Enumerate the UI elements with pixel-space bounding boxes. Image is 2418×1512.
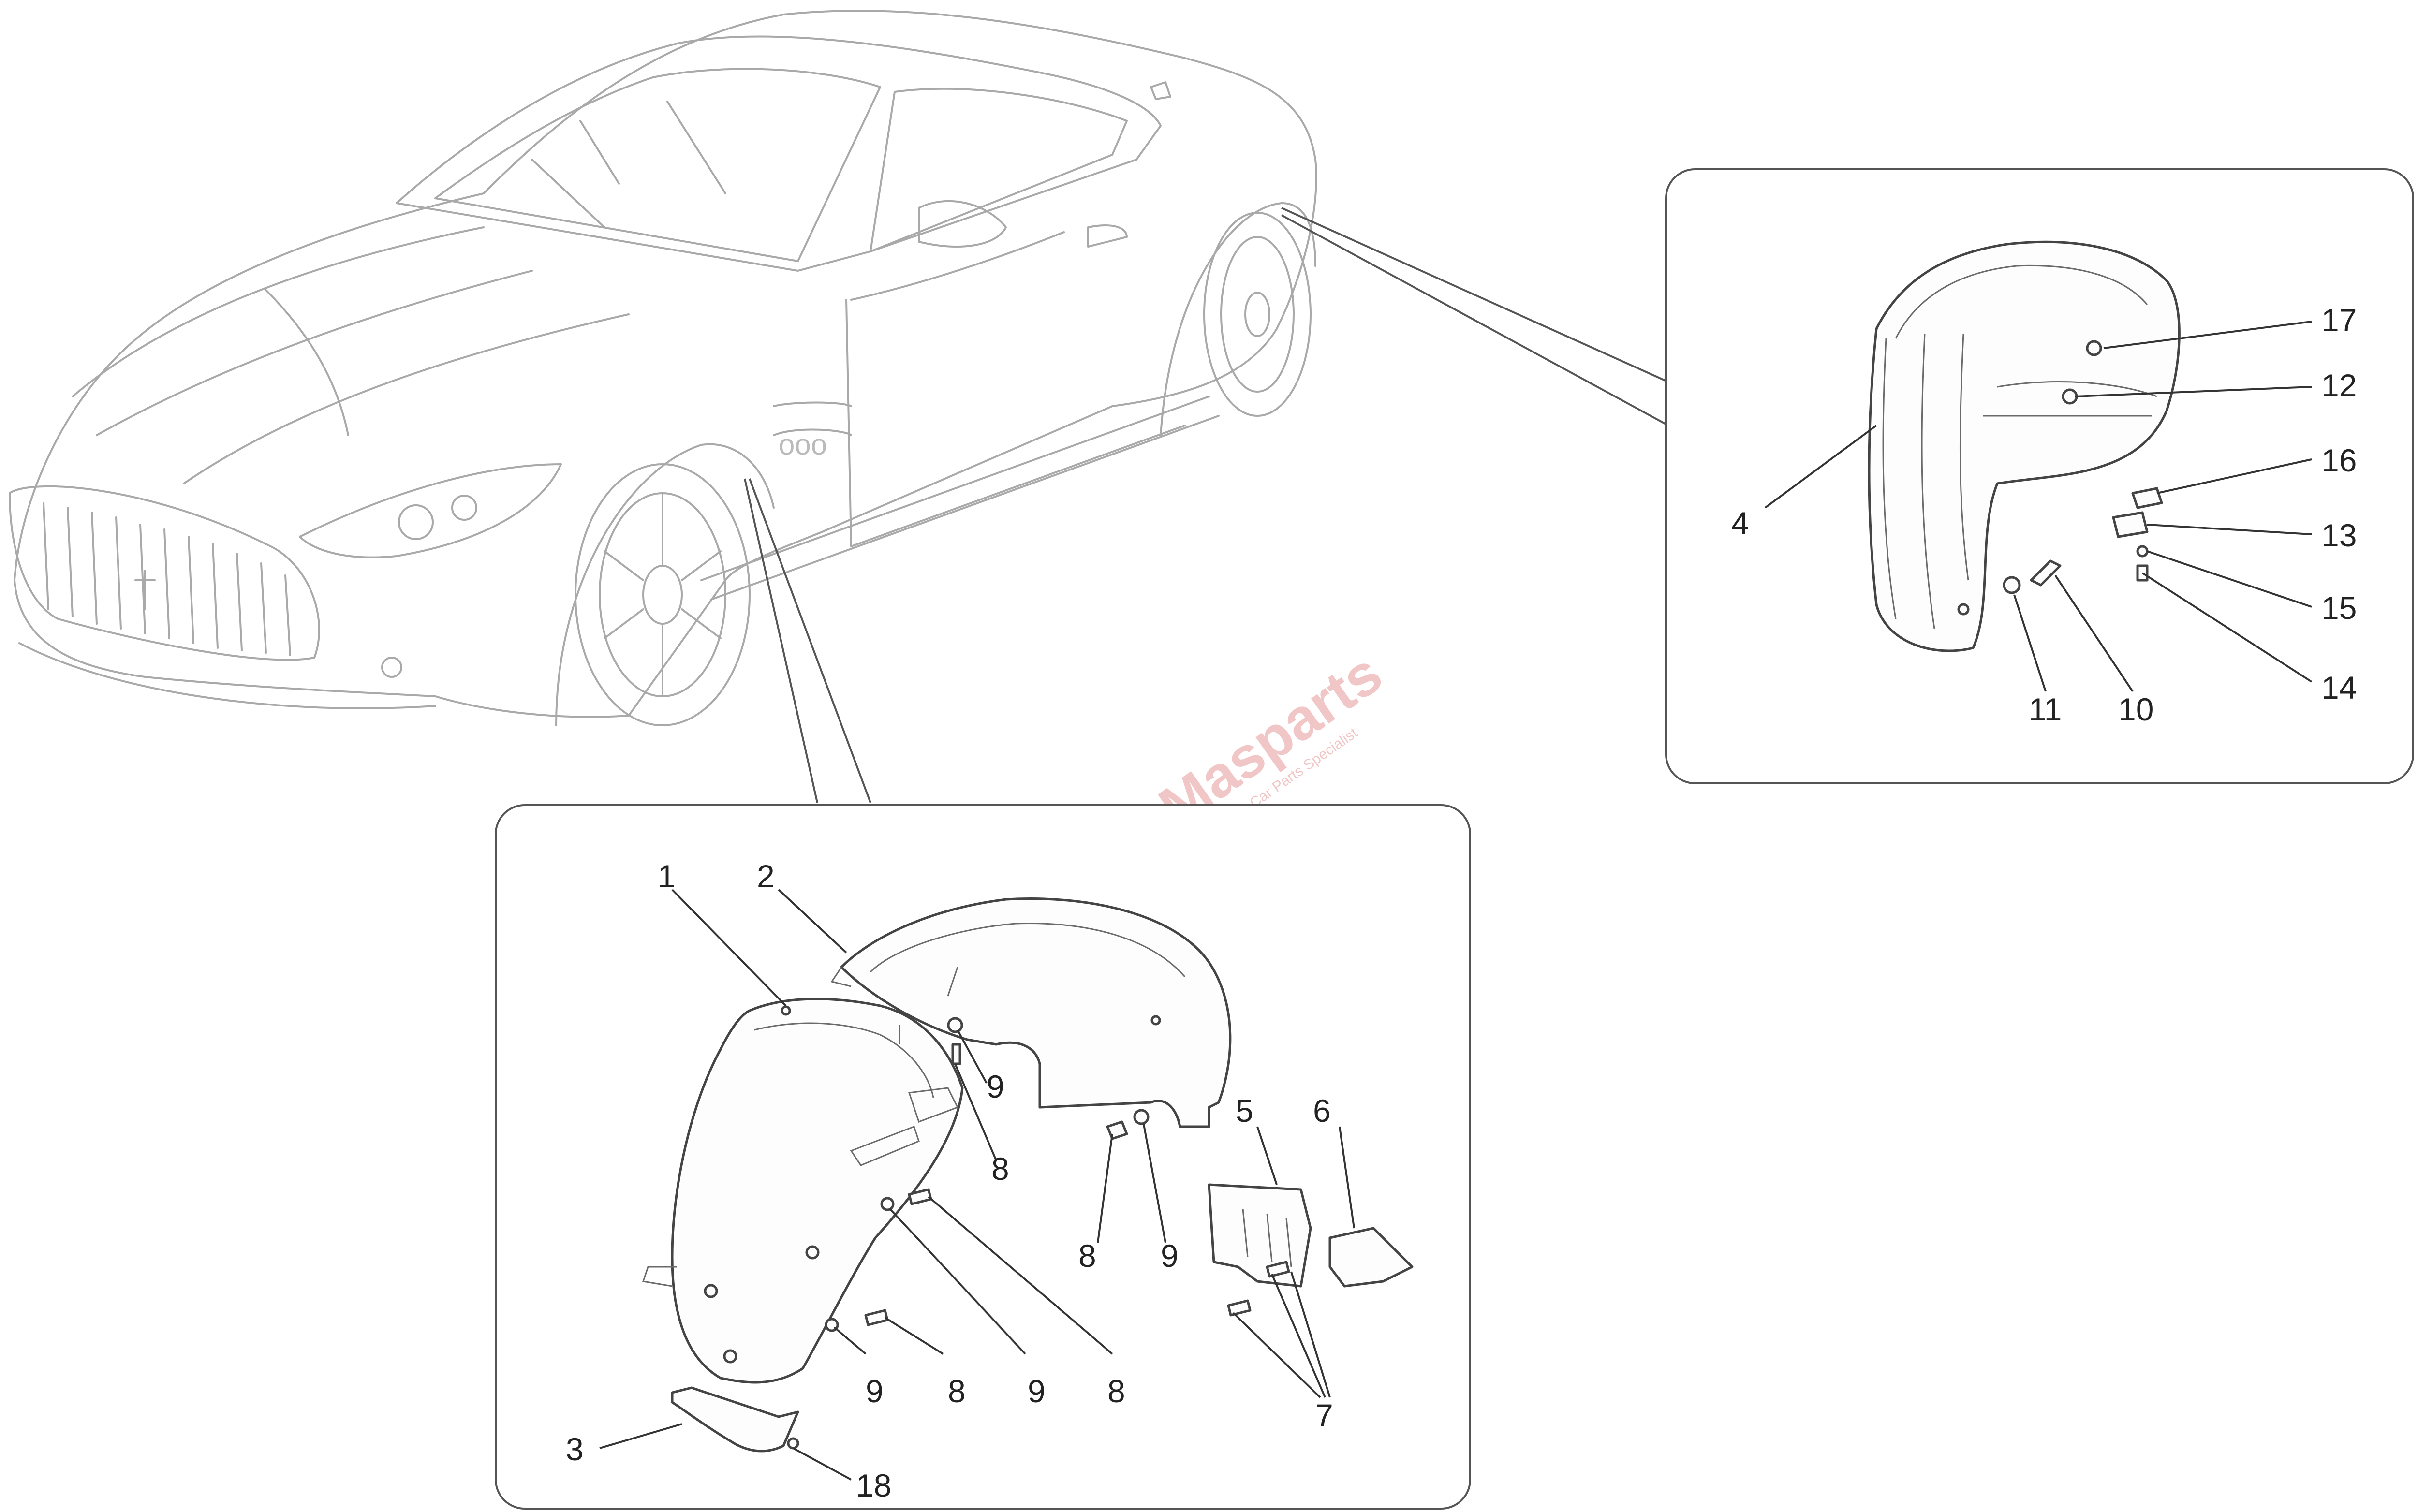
front-wheelhouse-inset: 1 2 9 8 8 9 5 6 9 8 9 8 7 3 18 <box>495 804 1471 1510</box>
callout-8-d: 8 <box>1107 1373 1125 1409</box>
front-wheelhouse-liner-rear <box>840 897 1232 1128</box>
rear-wheelhouse-liner <box>1868 240 2181 652</box>
splash-shield <box>671 1386 799 1453</box>
callout-12: 12 <box>2321 367 2357 403</box>
zoom-connectors <box>744 207 1669 803</box>
car-illustration: ooo <box>9 10 1317 726</box>
callout-4: 4 <box>1731 505 1749 541</box>
callout-9-b: 9 <box>1161 1238 1179 1274</box>
side-vent-emblem: ooo <box>779 428 827 461</box>
callout-8-b: 8 <box>1078 1238 1096 1274</box>
callout-10: 10 <box>2118 691 2153 727</box>
callout-17: 17 <box>2321 302 2357 338</box>
callout-8-c: 8 <box>948 1373 966 1409</box>
callout-3: 3 <box>566 1431 584 1467</box>
callout-15: 15 <box>2321 590 2357 626</box>
callout-8-a: 8 <box>991 1151 1009 1187</box>
callout-14: 14 <box>2321 670 2357 705</box>
bracket <box>1208 1183 1312 1288</box>
bracket-cover <box>1328 1227 1414 1288</box>
front-wheelhouse-liner-front <box>671 998 964 1384</box>
callout-7: 7 <box>1315 1397 1333 1433</box>
callout-9-a: 9 <box>987 1069 1004 1104</box>
callout-9-d: 9 <box>1028 1373 1046 1409</box>
rear-wheelhouse-inset: 17 12 16 4 13 15 14 11 10 <box>1665 168 2414 784</box>
callout-18: 18 <box>856 1468 891 1503</box>
callout-11: 11 <box>2029 691 2062 727</box>
callout-9-c: 9 <box>866 1373 884 1409</box>
callout-13: 13 <box>2321 517 2357 553</box>
callout-6: 6 <box>1313 1093 1331 1129</box>
callout-5: 5 <box>1236 1093 1253 1129</box>
callout-2: 2 <box>757 858 775 894</box>
callout-16: 16 <box>2321 442 2357 478</box>
callout-1: 1 <box>658 858 676 894</box>
